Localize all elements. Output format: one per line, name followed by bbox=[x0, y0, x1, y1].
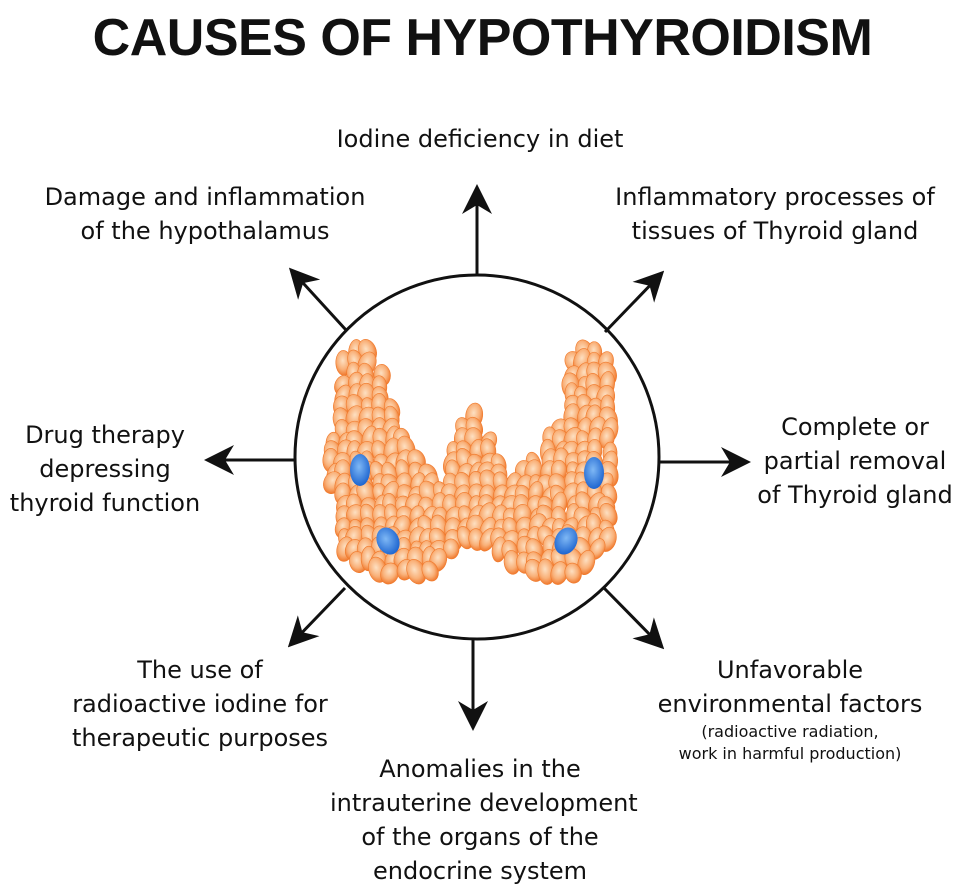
label-line: tissues of Thyroid gland bbox=[631, 217, 919, 245]
gland-cell bbox=[380, 562, 399, 585]
cause-bottom-right: Unfavorable environmental factors (radio… bbox=[640, 653, 940, 765]
gland-cell bbox=[577, 550, 596, 576]
label-line: partial removal bbox=[763, 447, 947, 475]
cause-top: Iodine deficiency in diet bbox=[280, 122, 680, 156]
cause-bottom: Anomalies in the intrauterine developmen… bbox=[330, 752, 638, 888]
cause-top-left: Damage and inflammation of the hypothala… bbox=[20, 180, 390, 248]
label-line: depressing bbox=[39, 455, 171, 483]
arrow-bottom-right bbox=[602, 586, 665, 650]
label-line: Complete or bbox=[781, 413, 929, 441]
label-line: Anomalies in the bbox=[379, 755, 581, 783]
label-line: Inflammatory processes of bbox=[615, 183, 935, 211]
label-line: Unfavorable bbox=[716, 656, 864, 684]
label-line: radioactive iodine for bbox=[72, 690, 328, 718]
thyroid-gland-illustration bbox=[322, 339, 619, 585]
label-note: (radioactive radiation, bbox=[701, 722, 879, 741]
label-line: endocrine system bbox=[373, 857, 587, 885]
cause-left: Drug therapy depressing thyroid function bbox=[0, 418, 210, 520]
page-title: CAUSES OF HYPOTHYROIDISM bbox=[92, 9, 873, 67]
label-line: thyroid function bbox=[9, 489, 201, 517]
label-line: of the hypothalamus bbox=[80, 217, 330, 245]
label-line: The use of bbox=[137, 656, 263, 684]
label-line: therapeutic purposes bbox=[71, 724, 329, 752]
nodule bbox=[350, 454, 370, 486]
nodules bbox=[350, 454, 604, 555]
label-note: work in harmful production) bbox=[678, 744, 902, 763]
label-line: of the organs of the bbox=[361, 823, 599, 851]
nodule bbox=[554, 527, 578, 555]
cause-right: Complete or partial removal of Thyroid g… bbox=[745, 410, 965, 512]
arrow-bottom-left bbox=[287, 586, 347, 648]
nodule bbox=[376, 527, 400, 555]
gland-cell bbox=[564, 562, 582, 584]
gland-cell bbox=[442, 538, 460, 560]
cause-top-right: Inflammatory processes of tissues of Thy… bbox=[595, 180, 955, 248]
label-line: Iodine deficiency in diet bbox=[336, 125, 624, 153]
label-line: environmental factors bbox=[657, 690, 923, 718]
gland-cell bbox=[421, 560, 439, 582]
label-line: of Thyroid gland bbox=[757, 481, 953, 509]
cause-bottom-left: The use of radioactive iodine for therap… bbox=[50, 653, 350, 755]
label-line: intrauterine development bbox=[330, 789, 638, 817]
label-line: Drug therapy bbox=[25, 421, 185, 449]
label-line: Damage and inflammation bbox=[44, 183, 366, 211]
arrow-top-right bbox=[603, 270, 665, 334]
nodule bbox=[584, 457, 604, 489]
arrow-top-left bbox=[288, 267, 348, 332]
